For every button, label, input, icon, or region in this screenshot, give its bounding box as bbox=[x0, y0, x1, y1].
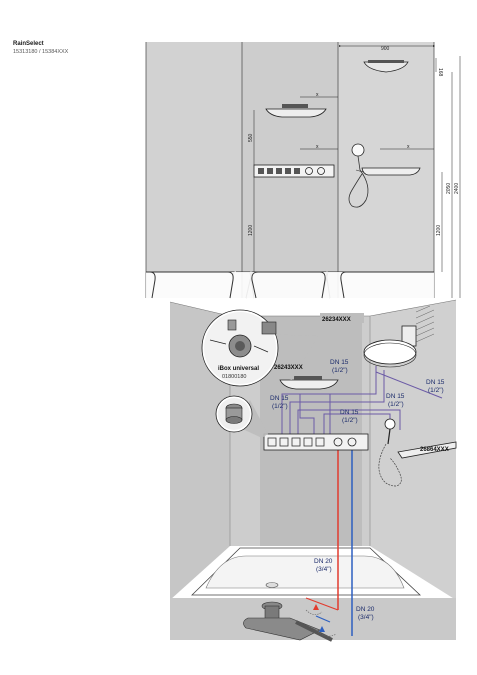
dim-2050: 2050 bbox=[446, 183, 452, 194]
hand-shower bbox=[378, 418, 457, 487]
outlet-pipes bbox=[281, 366, 443, 434]
shelf-module-elevation bbox=[265, 108, 327, 118]
dn-mid: DN 15 bbox=[386, 393, 405, 400]
dim-head-168: 168 bbox=[437, 68, 443, 77]
rail-holder-elevation bbox=[361, 167, 421, 176]
ibox-code: 01800180 bbox=[222, 374, 246, 380]
installation-view: iBox universal 01800180 26234XXX 26243XX… bbox=[169, 299, 457, 642]
dn-supply-a: DN 20 bbox=[314, 558, 333, 565]
drain-assembly bbox=[243, 601, 333, 642]
dim-width-900: 900 bbox=[381, 46, 390, 52]
dn-supply-b-size: (3/4") bbox=[358, 614, 374, 621]
product-title: RainSelect bbox=[13, 41, 44, 47]
product-codes: 15313180 / 15384XXX bbox=[13, 49, 69, 55]
part-shelf: 26243XXX bbox=[274, 365, 303, 371]
dim-1200-left: 1200 bbox=[248, 225, 254, 236]
hand-shower-elevation bbox=[351, 143, 365, 157]
dn-center-size: (1/2") bbox=[342, 417, 358, 424]
part-handshower: 26864XXX bbox=[420, 447, 449, 453]
valve-callout bbox=[215, 395, 268, 438]
dim-x-upper: x bbox=[316, 92, 319, 98]
ibox-label: iBox universal bbox=[218, 366, 259, 372]
dim-1200-right: 1200 bbox=[436, 225, 442, 236]
part-overhead: 26234XXX bbox=[322, 317, 351, 323]
dn-supply-a-size: (3/4") bbox=[316, 566, 332, 573]
dn-inlet-top: DN 15 bbox=[330, 359, 349, 366]
dim-x-mid-left: x bbox=[316, 144, 319, 150]
shelf-module bbox=[279, 379, 339, 390]
dn-inlet-top-size: (1/2") bbox=[332, 367, 348, 374]
dn-mid-size: (1/2") bbox=[388, 401, 404, 408]
hand-shower-holder bbox=[397, 441, 457, 459]
dn-supply-b: DN 20 bbox=[356, 606, 375, 613]
overhead-shower bbox=[363, 305, 435, 368]
thermostat-module bbox=[263, 433, 369, 451]
bath-drain bbox=[265, 582, 279, 588]
overhead-shower-elevation bbox=[363, 61, 409, 73]
elevation-view: 900 168 x x x 550 1200 1200 2050 2400 bbox=[145, 42, 461, 299]
ibox-callout: iBox universal 01800180 bbox=[201, 309, 318, 387]
dim-2400: 2400 bbox=[454, 183, 460, 194]
elevation-wall-left bbox=[146, 42, 242, 298]
dn-right: DN 15 bbox=[426, 379, 445, 386]
dn-left: DN 15 bbox=[270, 395, 289, 402]
dn-center: DN 15 bbox=[340, 409, 359, 416]
dim-550: 550 bbox=[248, 133, 254, 142]
dn-right-size: (1/2") bbox=[428, 387, 444, 394]
dim-x-mid-right: x bbox=[407, 144, 410, 150]
dn-left-size: (1/2") bbox=[272, 403, 288, 410]
